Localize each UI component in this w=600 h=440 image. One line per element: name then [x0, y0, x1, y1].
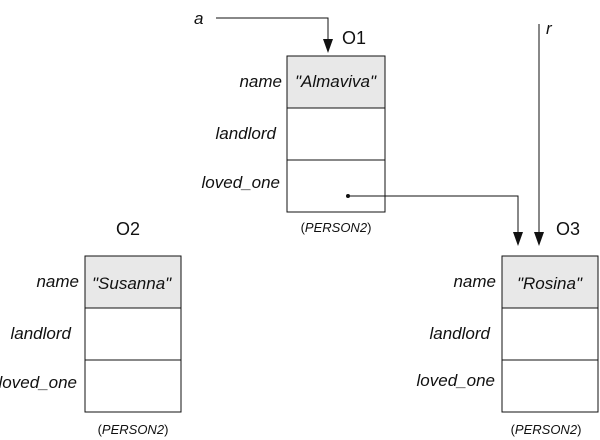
- o3-loved-one-cell: [501, 359, 599, 413]
- object-o2: O2 "Susanna" name landlord loved_one (PE…: [0, 219, 182, 437]
- o1-field-landlord: landlord: [216, 124, 277, 143]
- o1-landlord-cell: [286, 107, 386, 161]
- object-id-o2: O2: [116, 219, 140, 239]
- o2-landlord-cell: [84, 307, 182, 361]
- object-id-o3: O3: [556, 219, 580, 239]
- o1-class-label: (PERSON2): [301, 220, 372, 235]
- object-o1: O1 "Almaviva" name landlord loved_one (P…: [202, 28, 386, 235]
- o3-name-value: "Rosina": [517, 274, 583, 293]
- arrowhead-r: [534, 232, 544, 246]
- o2-loved-one-cell: [84, 359, 182, 413]
- arrowhead-loved-one: [513, 232, 523, 246]
- o3-field-loved-one: loved_one: [417, 371, 495, 390]
- o3-field-landlord: landlord: [430, 324, 491, 343]
- o2-name-value: "Susanna": [92, 274, 172, 293]
- o2-field-loved-one: loved_one: [0, 373, 77, 392]
- o3-class-label: (PERSON2): [511, 422, 582, 437]
- o2-class-label: (PERSON2): [98, 422, 169, 437]
- o3-class-paren-close: ): [577, 422, 581, 437]
- o2-field-name: name: [36, 272, 79, 291]
- o1-loved-one-cell: [286, 159, 386, 213]
- variable-r-label: r: [546, 19, 553, 38]
- reference-arrow-a-to-o1: [216, 17, 329, 40]
- o3-class-name: PERSON2: [515, 422, 578, 437]
- o1-class-paren-close: ): [367, 220, 371, 235]
- o2-class-name: PERSON2: [102, 422, 165, 437]
- o2-class-paren-close: ): [164, 422, 168, 437]
- o3-class-paren-open: (: [511, 422, 516, 437]
- variable-a-label: a: [194, 9, 203, 28]
- o3-landlord-cell: [501, 307, 599, 361]
- arrowhead-a: [323, 39, 333, 53]
- object-o3: O3 "Rosina" name landlord loved_one (PER…: [417, 219, 599, 437]
- o1-class-name: PERSON2: [305, 220, 368, 235]
- o1-field-loved-one: loved_one: [202, 173, 280, 192]
- o3-field-name: name: [453, 272, 496, 291]
- o2-class-paren-open: (: [98, 422, 103, 437]
- object-id-o1: O1: [342, 28, 366, 48]
- o1-class-paren-open: (: [301, 220, 306, 235]
- o1-field-name: name: [239, 72, 282, 91]
- o2-field-landlord: landlord: [11, 324, 72, 343]
- o1-name-value: "Almaviva": [295, 72, 377, 91]
- o3-name-cell: [501, 255, 599, 309]
- reference-arrow-o1-loved-one-to-o3: [348, 195, 519, 233]
